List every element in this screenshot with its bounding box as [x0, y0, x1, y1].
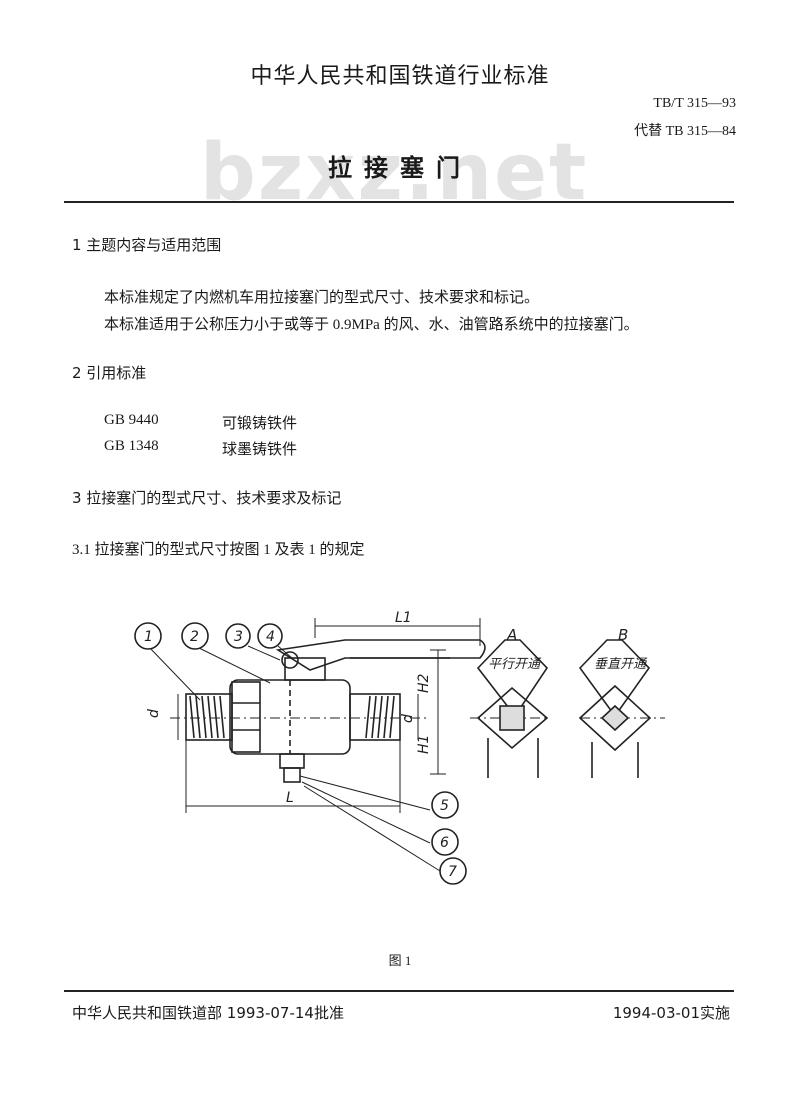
- watermark: bzxz.net: [200, 128, 589, 218]
- balloon-5: [431, 791, 459, 819]
- balloon-4-label: 4: [266, 629, 275, 645]
- reference-code: GB 9440: [104, 412, 159, 428]
- section-2-heading: 2 引用标准: [72, 364, 147, 382]
- view-b-label: B: [618, 626, 628, 644]
- figure-caption: 图 1: [388, 953, 412, 968]
- balloon-2: [181, 622, 209, 650]
- view-a-label: A: [506, 626, 517, 644]
- view-a-caption: 平行开通: [488, 657, 542, 672]
- balloon-7: [439, 857, 467, 885]
- reference-code: GB 1348: [104, 438, 159, 454]
- balloon-6-label: 6: [440, 835, 449, 851]
- header-divider: [64, 201, 734, 203]
- scope-paragraph-1: 本标准规定了内燃机车用拉接塞门的型式尺寸、技术要求和标记。: [104, 290, 540, 306]
- document-title: 拉接塞门: [328, 154, 472, 182]
- balloon-1: [134, 622, 162, 650]
- effective-date: 1994-03-01实施: [612, 1004, 730, 1022]
- section-3-heading: 3 拉接塞门的型式尺寸、技术要求及标记: [72, 489, 342, 507]
- section-1-heading: 1 主题内容与适用范围: [72, 236, 222, 254]
- balloon-1-label: 1: [144, 629, 153, 645]
- standard-title: 中华人民共和国铁道行业标准: [250, 64, 550, 89]
- reference-name: 球墨铸铁件: [222, 442, 298, 458]
- reference-name: 可锻铸铁件: [222, 416, 298, 432]
- balloon-5-label: 5: [440, 798, 449, 814]
- dim-d-left-label: d: [146, 709, 162, 718]
- dim-h1-label: H1: [416, 735, 432, 754]
- dim-h2-label: H2: [416, 673, 432, 693]
- clause-3-1: 3.1 拉接塞门的型式尺寸按图 1 及表 1 的规定: [72, 542, 365, 558]
- view-b-caption: 垂直开通: [594, 657, 648, 672]
- dim-l-label: L: [286, 790, 294, 806]
- balloon-7-label: 7: [448, 864, 457, 880]
- dim-d-right-label: d: [400, 714, 416, 723]
- scope-paragraph-2: 本标准适用于公称压力小于或等于 0.9MPa 的风、水、油管路系统中的拉接塞门。: [104, 317, 639, 333]
- balloon-3-label: 3: [234, 629, 243, 645]
- balloon-3: [225, 623, 251, 649]
- balloon-2-label: 2: [190, 629, 199, 645]
- issuer-approval: 中华人民共和国铁道部 1993-07-14批准: [72, 1004, 344, 1022]
- balloon-4: [257, 623, 283, 649]
- balloon-6: [431, 828, 459, 856]
- footer-divider: [64, 990, 734, 992]
- standard-code: TB/T 315—93: [653, 96, 736, 111]
- dim-l1-label: L1: [395, 610, 412, 626]
- valve-drawing: 1 2 3 4 5 6 7 L1 L H2 H1 d d A 平行开通 B 垂直…: [134, 610, 665, 885]
- replaces-note: 代替 TB 315—84: [634, 124, 736, 139]
